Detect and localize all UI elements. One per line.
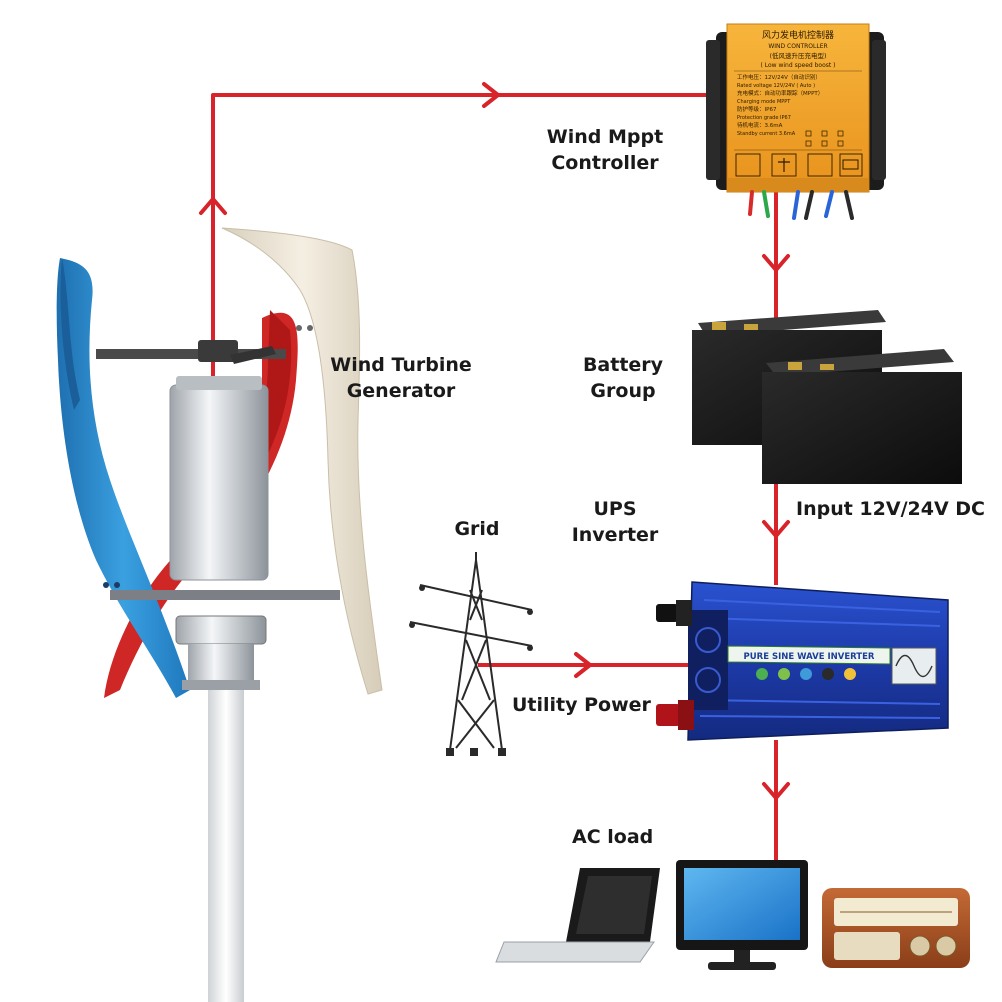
top-arm — [96, 349, 286, 359]
wind-mppt-label-line2: Controller — [551, 152, 659, 174]
controller-spec-3: 充电模式：自动功率跟踪（MPPT） — [737, 89, 823, 97]
arrow-down-icon — [762, 520, 790, 538]
ups-label-line2: Inverter — [571, 524, 659, 546]
controller-spec-4: Charging mode MPPT — [737, 99, 791, 105]
radio-knob — [935, 935, 957, 957]
wind-mppt-controller-label: Wind Mppt Controller — [538, 124, 672, 176]
controller-face — [726, 23, 870, 193]
laptop-illustration — [495, 868, 660, 963]
arrow-down-icon — [762, 254, 790, 272]
generator-flange — [175, 615, 267, 645]
turbine-label-line2: Generator — [346, 380, 456, 402]
arrow-up-icon — [199, 197, 227, 215]
grid-label: Grid — [454, 518, 500, 540]
wind-turbine-generator-label: Wind Turbine Generator — [324, 352, 478, 404]
turbine-pole — [208, 690, 244, 1002]
flow-lines — [211, 93, 778, 860]
ac-load-label: AC load — [572, 826, 654, 848]
controller-checkboxes — [805, 130, 844, 147]
inverter-feature-icons — [756, 668, 856, 680]
turbine-to-controller-line — [211, 93, 725, 440]
inverter-fan-panel — [688, 610, 728, 710]
monitor-screen — [684, 868, 800, 940]
controller-subtitle-en: ( Low wind speed boost ) — [761, 62, 836, 69]
controller-title-en: WIND CONTROLLER — [768, 43, 827, 50]
turbine-symbol-icon — [778, 158, 790, 172]
battery-group-illustration — [692, 310, 962, 484]
wind-turbine-illustration — [56, 227, 383, 1002]
bottom-arm — [110, 590, 340, 600]
arrow-right-icon — [574, 652, 592, 678]
arrow-right-icon — [482, 82, 500, 108]
grid-tower-illustration — [409, 552, 533, 756]
radio-knob — [909, 935, 931, 957]
input-voltage-label: Input 12V/24V DC — [796, 498, 985, 520]
inverter-illustration: PURE SINE WAVE INVERTER — [656, 581, 949, 741]
controller-spec-8: Standby current 3.6mA — [737, 131, 796, 137]
flow-arrows — [199, 82, 790, 800]
blue-blade — [56, 258, 190, 698]
battery-symbol-icon — [842, 159, 859, 170]
controller-spec-7: 待机电流：3.6mA — [737, 121, 783, 129]
utility-power-label: Utility Power — [512, 694, 651, 716]
battery-group-label: Battery Group — [568, 352, 678, 404]
battery-label-line1: Battery — [582, 354, 664, 376]
white-blade — [221, 227, 383, 695]
arrow-down-icon — [762, 782, 790, 800]
monitor-illustration — [676, 860, 808, 970]
radio-illustration — [822, 888, 970, 968]
monitor-stand — [708, 962, 776, 970]
wind-mppt-label-line1: Wind Mppt — [546, 126, 664, 148]
inverter-banner-text: PURE SINE WAVE INVERTER — [744, 652, 875, 662]
controller-subtitle-cn: (低风速升压充电型) — [769, 51, 826, 60]
ups-inverter-label: UPS Inverter — [560, 496, 670, 548]
laptop-base — [495, 941, 655, 963]
battery-label-line2: Group — [590, 380, 656, 402]
generator-cylinder — [169, 384, 269, 581]
controller-spec-6: Protection grade IP67 — [737, 115, 791, 121]
controller-spec-1: 工作电压：12V/24V（自动识别） — [737, 73, 821, 81]
controller-spec-2: Rated voltage 12V/24V ( Auto ) — [737, 83, 815, 89]
controller-title-cn: 风力发电机控制器 — [762, 29, 834, 41]
sine-wave-icon — [895, 654, 933, 678]
turbine-label-line1: Wind Turbine — [330, 354, 472, 376]
battery-front — [762, 349, 962, 484]
controller-terminal-icons — [735, 153, 863, 177]
controller-wires — [748, 190, 854, 220]
inverter-banner — [727, 645, 891, 665]
ups-label-line1: UPS — [593, 498, 637, 520]
controller-spec-5: 防护等级：IP67 — [737, 105, 777, 113]
inverter-terminal-posts — [656, 600, 694, 730]
wind-mppt-controller-illustration: 风力发电机控制器 WIND CONTROLLER (低风速升压充电型) ( Lo… — [706, 23, 886, 220]
